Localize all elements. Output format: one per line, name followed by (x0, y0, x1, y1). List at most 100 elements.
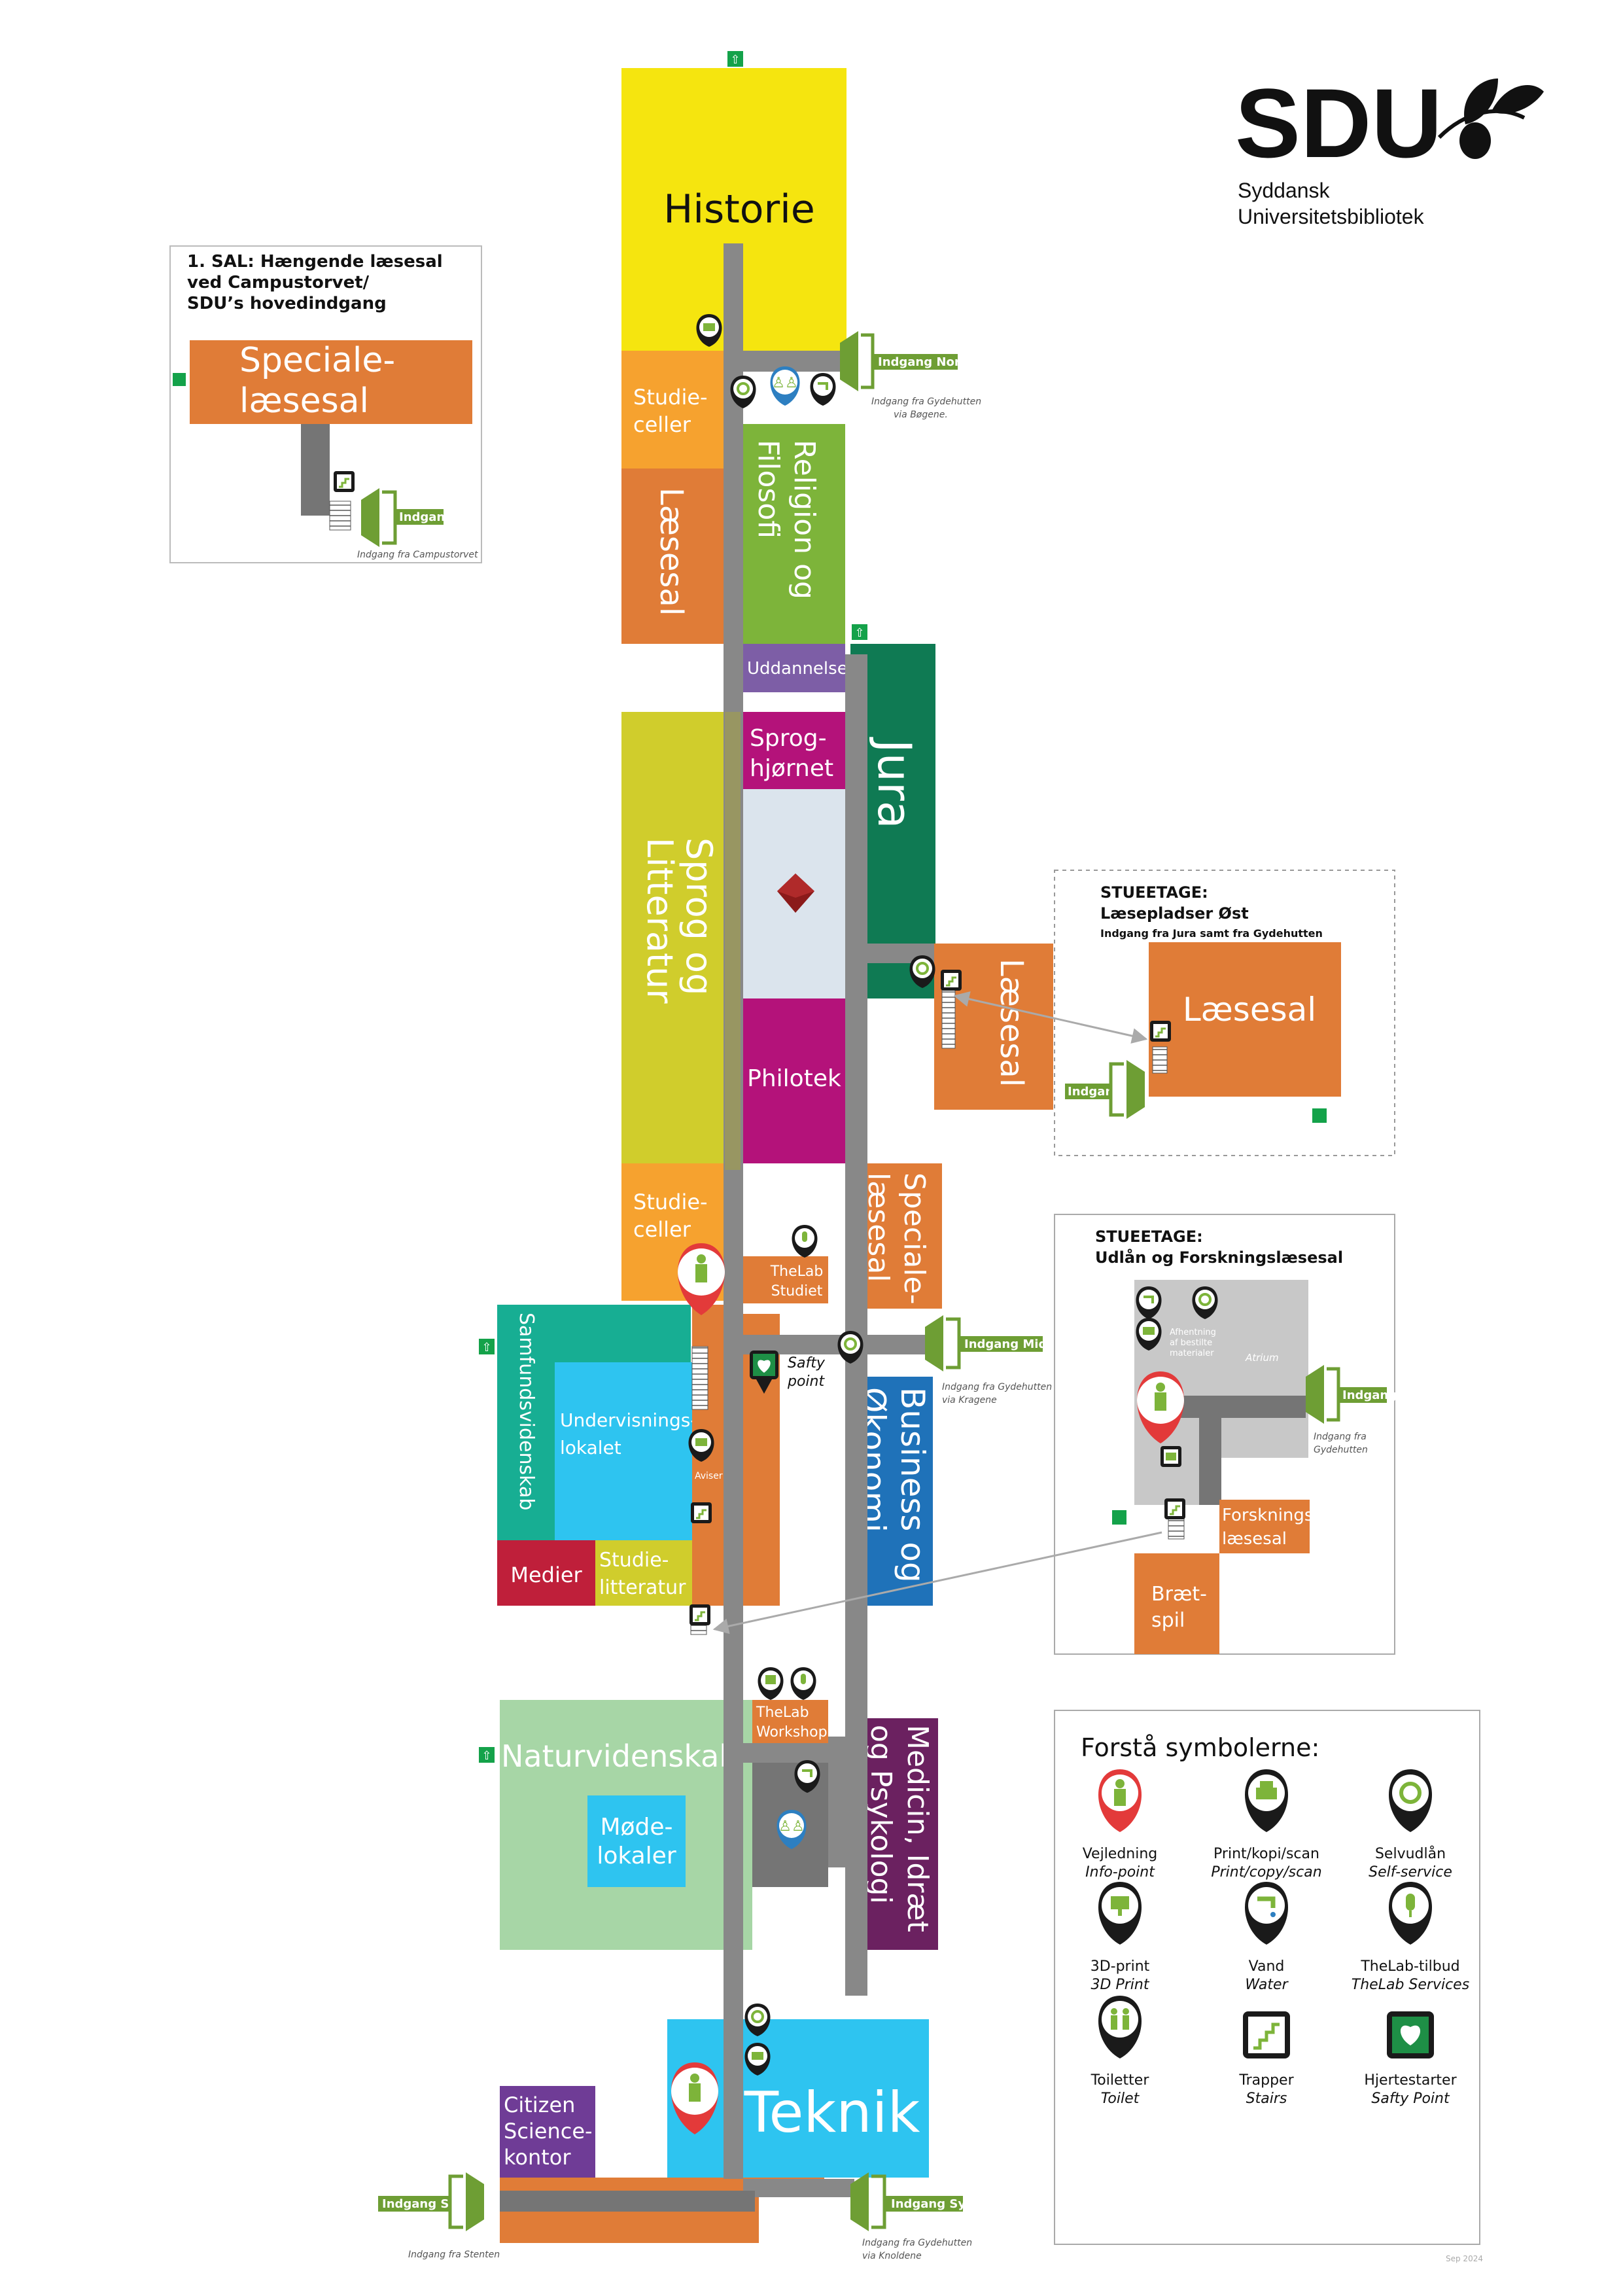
legend-title: Forstå symbolerne: (1081, 1733, 1319, 1762)
inset-udlaan: STUEETAGE: Udlån og Forskningslæsesal Af… (1054, 1214, 1397, 1655)
printer-icon (703, 323, 715, 331)
entrance-syd-left-label: Indgang Syd (382, 2197, 465, 2211)
pin-stairs-udlaan[interactable] (1164, 1498, 1185, 1519)
pin-stairs-ost[interactable] (1150, 1021, 1171, 1042)
pin-thelab-workshop[interactable] (790, 1667, 816, 1700)
undervisning-l2: lokalet (560, 1437, 621, 1458)
room-uddannelse-label: Uddannelse (747, 659, 848, 679)
pin-stairs-medier[interactable] (689, 1604, 710, 1625)
pin-info-udlaan[interactable] (1137, 1371, 1184, 1443)
pin-selfservice-laesesal[interactable] (909, 955, 935, 988)
room-laesesal-right-label: Læsesal (993, 959, 1030, 1087)
inset-udlaan-afhentning-3: materialer (1170, 1349, 1214, 1358)
pin-water-nord[interactable] (810, 373, 836, 406)
room-studielitteratur[interactable] (595, 1540, 692, 1606)
pin-water-natur[interactable] (794, 1760, 820, 1793)
pin-stairs-inset1[interactable] (334, 471, 355, 492)
water-tap-icon (1143, 1296, 1154, 1303)
room-laesesal-left[interactable] (621, 468, 724, 644)
room-sprog[interactable] (621, 712, 724, 1163)
pin-stairs-laesesal[interactable] (941, 970, 962, 991)
room-uddannelse[interactable] (743, 644, 845, 692)
undervisning-l1: Undervisnings- (560, 1409, 697, 1431)
thelab-studiet-l1: TheLab (770, 1263, 824, 1280)
inset-udlaan-braetspil[interactable] (1134, 1553, 1219, 1654)
sproghjornet-l2: hjørnet (750, 755, 833, 782)
legend-label: Trapper (1238, 2072, 1294, 2089)
inset-udlaan-afhentning-1: Afhentning (1170, 1328, 1216, 1337)
inset-udlaan-forskning-1: Forsknings- (1222, 1506, 1319, 1525)
connector-arrow-udlaan (712, 1531, 1162, 1634)
entrance-inset1[interactable]: Indgang (361, 488, 453, 547)
room-citizen[interactable] (500, 2086, 595, 2178)
stairs-icon (695, 1611, 705, 1621)
safty-l1: Safty (788, 1355, 826, 1371)
room-studieceller-top[interactable] (621, 351, 724, 468)
self-service-icon (1198, 1293, 1212, 1306)
entrance-midt-note-2: via Kragene (942, 1395, 997, 1405)
room-philotek-label: Philotek (747, 1065, 841, 1092)
pin-info-teknik[interactable] (671, 2062, 718, 2134)
pin-printer-historie[interactable] (696, 314, 722, 347)
room-undervisning[interactable] (555, 1362, 692, 1540)
self-service-icon (751, 2010, 764, 2023)
3d-print-icon (765, 1675, 776, 1684)
legend-sublabel: Stairs (1246, 2091, 1287, 2107)
pin-thelab-studiet[interactable] (792, 1225, 818, 1258)
pin-info-mid[interactable] (678, 1243, 725, 1315)
entrance-ost[interactable]: Indgang (1065, 1060, 1145, 1119)
inset-udlaan-title-1: STUEETAGE: (1095, 1227, 1203, 1246)
room-modelokaler[interactable] (587, 1795, 686, 1887)
microphone-icon (802, 1231, 807, 1242)
room-religion[interactable] (743, 424, 845, 644)
self-service-icon (737, 382, 750, 395)
citizen-l3: kontor (504, 2145, 571, 2170)
room-philotek[interactable] (743, 998, 845, 1163)
legend-label: TheLab-tilbud (1360, 1958, 1459, 1975)
entrance-syd-right[interactable]: Indgang Syd Indgang fra Gydehutten via K… (850, 2172, 974, 2261)
thelab-workshop-l2: Workshop (756, 1724, 828, 1740)
pin-selfservice-nord[interactable] (730, 376, 756, 408)
entrance-udlaan[interactable]: Indgang Indgang fra Gydehutten (1306, 1365, 1397, 1455)
aed-heart-icon (1400, 2025, 1421, 2045)
pin-toilet-nord[interactable]: ♙♙ (770, 366, 800, 406)
pin-toilet-natur[interactable]: ♙♙ (777, 1810, 807, 1849)
exit-sign-inset1 (173, 373, 186, 386)
pin-printer-udlaan-2[interactable] (1161, 1446, 1181, 1467)
pin-water-udlaan[interactable] (1136, 1286, 1162, 1319)
business-l1: Business og (894, 1387, 932, 1583)
stairs-icon (946, 976, 956, 987)
pin-printer-aviser[interactable] (688, 1429, 714, 1462)
entrance-syd-left[interactable]: Indgang Syd Indgang fra Stenten (378, 2172, 500, 2260)
brand-line1: Syddansk (1238, 179, 1331, 202)
entrance-nord[interactable]: Indgang Nord Indgang fra Gydehutten via … (840, 331, 981, 420)
pin-selfservice-udlaan[interactable] (1192, 1286, 1218, 1319)
room-thelab-workshop[interactable] (752, 1700, 828, 1743)
inset-1sal-room[interactable] (190, 340, 472, 424)
legend-sublabel: TheLab Services (1352, 1977, 1469, 1993)
entrance-nord-label: Indgang Nord (878, 355, 969, 369)
room-sproghjornet[interactable] (743, 712, 845, 789)
inset-1sal-note: Indgang fra Campustorvet (357, 550, 478, 560)
room-medier[interactable] (497, 1540, 595, 1606)
inset-ost-room[interactable] (1149, 942, 1341, 1097)
pin-3dprint-workshop[interactable] (758, 1667, 784, 1700)
room-laesesal-left-label: Læsesal (653, 487, 689, 616)
pin-printer-teknik[interactable] (744, 2043, 771, 2075)
pin-stairs-aviser[interactable] (691, 1502, 712, 1523)
thelab-workshop-l1: TheLab (756, 1704, 809, 1721)
studieceller-top-l2: celler (633, 412, 691, 437)
studieceller-mid-l1: Studie- (633, 1190, 708, 1214)
pin-selfservice-teknik[interactable] (744, 2004, 771, 2036)
room-thelab-studiet[interactable] (743, 1256, 828, 1303)
stairs-icon (696, 1509, 707, 1519)
entrance-midt[interactable]: Indgang Midt Indgang fra Gydehutten via … (925, 1315, 1053, 1405)
pin-aed[interactable] (750, 1351, 778, 1394)
pin-selfservice-midt[interactable] (837, 1331, 864, 1364)
studieceller-top-l1: Studie- (633, 385, 708, 410)
pin-printer-udlaan[interactable] (1136, 1318, 1162, 1351)
inset-udlaan-forskning[interactable] (1219, 1500, 1310, 1553)
